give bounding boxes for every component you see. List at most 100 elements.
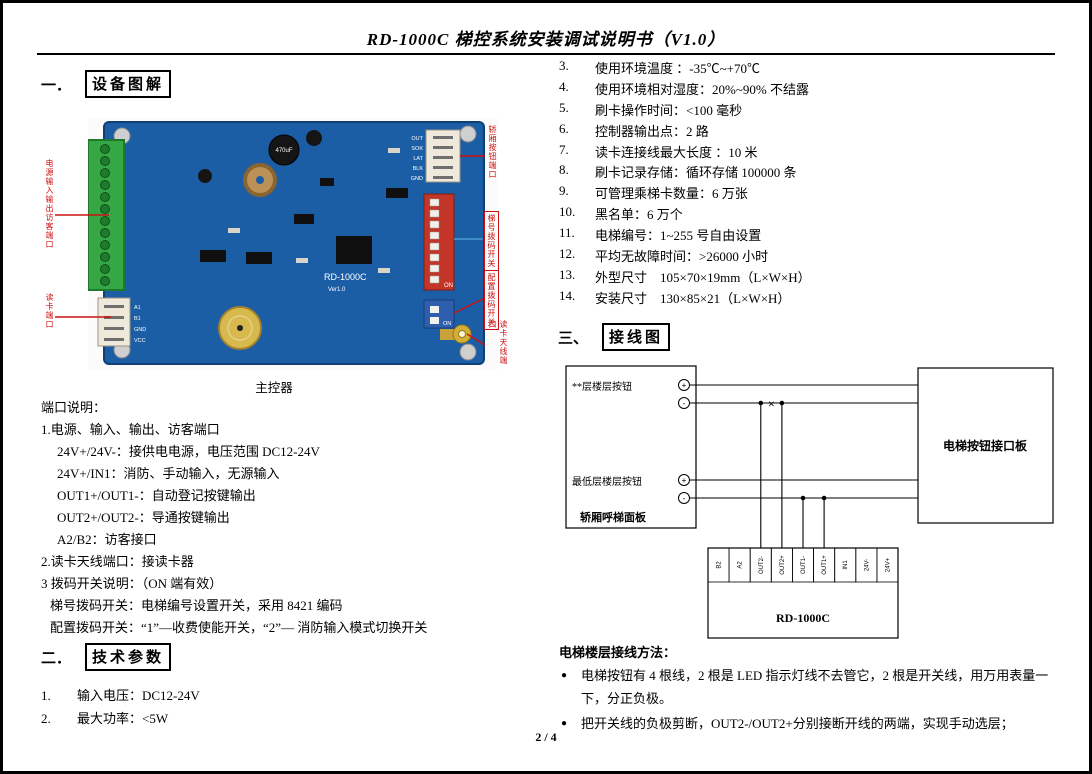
spec-item: 13.外型尺寸 105×70×19mm（L×W×H） bbox=[559, 266, 811, 285]
terminal-block-green bbox=[88, 139, 125, 291]
wiring-method-heading: 电梯楼层接线方法： bbox=[559, 645, 677, 660]
svg-text:GND: GND bbox=[411, 176, 423, 182]
spec-item: 12.平均无故障时间：>26000 小时 bbox=[559, 246, 769, 265]
spec-item: 3.使用环境温度 ：-35℃~+70℃ bbox=[559, 58, 760, 76]
port-desc-line: 配置拨码开关：“1”—收费使能开关，“2”— 消防输入模式切换开关 bbox=[50, 620, 428, 635]
section-heading-device: 一． 设备图解 bbox=[41, 70, 172, 98]
spec-item: 14.安装尺寸 130×85×21（L×W×H） bbox=[559, 287, 791, 306]
wiring-method-item: ● 把开关线的负极剪断，OUT2-/OUT2+分别接断开线的两端，实现手动选层； bbox=[559, 713, 1069, 736]
port-desc-line: 24V+/IN1：消防、手动输入，无源输入 bbox=[57, 466, 280, 481]
page-title: RD-1000C 梯控系统安装调试说明书（V1.0） bbox=[366, 30, 726, 49]
svg-text:SOK: SOK bbox=[411, 146, 423, 152]
config-dip-switch: ON bbox=[423, 299, 455, 329]
svg-text:LAT: LAT bbox=[413, 156, 423, 162]
wire-cut-mark: × bbox=[768, 399, 774, 411]
svg-text:VCC: VCC bbox=[134, 338, 146, 344]
callout-power-io-ports: 电源输入输出访客端口 bbox=[45, 159, 54, 249]
section-number: 三、 bbox=[558, 330, 589, 347]
svg-text:ON: ON bbox=[443, 321, 451, 327]
car-button-connector bbox=[425, 129, 461, 183]
section-number: 一． bbox=[41, 77, 72, 94]
port-desc-line: 梯号拨码开关：电梯编号设置开关，采用 8421 编码 bbox=[50, 598, 343, 613]
spec-item: 4.使用环境相对湿度：20%~90% 不结露 bbox=[559, 78, 809, 97]
reader-pin-labels: A1 B1 GND VCC bbox=[134, 305, 146, 344]
section-heading-tech: 二． 技术参数 bbox=[41, 643, 172, 671]
elevator-number-dip-switch: ON bbox=[423, 193, 455, 291]
capacitor-icon: 470uF bbox=[198, 130, 322, 183]
svg-text:A1: A1 bbox=[134, 305, 141, 311]
port-desc-line: OUT2+/OUT2-：导通按键输出 bbox=[57, 510, 230, 525]
port-desc-line: OUT1+/OUT1-：自动登记按键输出 bbox=[57, 488, 256, 503]
svg-text:最低层楼层按钮: 最低层楼层按钮 bbox=[572, 475, 642, 488]
svg-text:OUT2+: OUT2+ bbox=[780, 555, 786, 575]
tech-param-item: 1. 输入电压：DC12-24V bbox=[41, 688, 200, 703]
port-desc-line: 24V+/24V-：接供电电源，电压范围 DC12-24V bbox=[57, 444, 320, 459]
silkscreen-model: RD-1000C bbox=[324, 272, 367, 282]
section-title-tech: 技术参数 bbox=[85, 643, 172, 671]
section-title-device: 设备图解 bbox=[85, 70, 172, 98]
svg-text:电梯按钮接口板: 电梯按钮接口板 bbox=[943, 438, 1028, 453]
controller-board-figure: OUT SOK LAT BLK GND ON bbox=[39, 115, 509, 373]
svg-text:IN1: IN1 bbox=[843, 560, 849, 570]
svg-text:ON: ON bbox=[444, 283, 453, 289]
svg-text:B2: B2 bbox=[717, 561, 723, 569]
svg-text:OUT: OUT bbox=[411, 136, 423, 142]
pcb-photo: OUT SOK LAT BLK GND ON bbox=[88, 118, 498, 370]
connector-pin-labels: OUT SOK LAT BLK GND bbox=[411, 136, 424, 182]
svg-text:OUT2-: OUT2- bbox=[759, 556, 765, 574]
spec-item: 8.刷卡记录存储：循环存储 100000 条 bbox=[559, 162, 797, 181]
svg-text:24V-: 24V- bbox=[864, 559, 870, 571]
svg-text:A2: A2 bbox=[738, 561, 744, 569]
spec-item: 7.读卡连接线最大长度 ：10 米 bbox=[559, 141, 758, 160]
svg-text:BLK: BLK bbox=[413, 166, 424, 172]
controller-terminals bbox=[707, 547, 899, 583]
port-desc-line: A2/B2：访客接口 bbox=[57, 532, 157, 547]
tech-param-item: 2. 最大功率：<5W bbox=[41, 711, 169, 726]
spec-item: 9.可管理乘梯卡数量：6 万张 bbox=[559, 183, 748, 202]
spec-item: 11.电梯编号：1~255 号自由设置 bbox=[559, 225, 762, 244]
svg-text:+: + bbox=[682, 476, 687, 485]
port-desc-line: 2.读卡天线端口：接读卡器 bbox=[41, 554, 194, 569]
ic-chips-icon bbox=[200, 178, 408, 264]
svg-text:轿厢呼梯面板: 轿厢呼梯面板 bbox=[580, 510, 647, 524]
figure-caption: 主控器 bbox=[255, 381, 293, 395]
svg-text:470uF: 470uF bbox=[275, 148, 292, 154]
inductor-icon bbox=[243, 163, 277, 197]
car-call-panel-box: **层楼层按钮 最低层楼层按钮 轿厢呼梯面板 + - + - bbox=[565, 365, 697, 529]
spec-item: 6.控制器输出点：2 路 bbox=[559, 120, 709, 139]
resistors-icon bbox=[228, 148, 400, 273]
svg-text:RD-1000C: RD-1000C bbox=[776, 611, 830, 625]
bullet-icon: ● bbox=[561, 670, 568, 681]
svg-text:-: - bbox=[683, 399, 686, 408]
wiring-diagram: **层楼层按钮 最低层楼层按钮 轿厢呼梯面板 + - + - 电梯按钮接口板 bbox=[565, 365, 1054, 639]
junction-dots bbox=[758, 400, 827, 501]
spec-item: 5.刷卡操作时间：<100 毫秒 bbox=[559, 99, 743, 118]
svg-text:**层楼层按钮: **层楼层按钮 bbox=[572, 380, 632, 393]
callout-car-button-port: 轿厢按钮端口 bbox=[488, 125, 497, 179]
callout-config-dip: 配置拨码开关 bbox=[484, 270, 499, 330]
section-heading-wiring: 三、 接线图 bbox=[558, 323, 671, 351]
bullet-icon: ● bbox=[561, 718, 568, 729]
callout-reader-port: 读卡端口 bbox=[45, 293, 54, 329]
svg-text:GND: GND bbox=[134, 327, 146, 333]
spec-item: 10.黑名单：6 万个 bbox=[559, 204, 683, 223]
wires bbox=[690, 384, 918, 548]
port-desc-line: 1.电源、输入、输出、访客端口 bbox=[41, 422, 220, 437]
reader-connector bbox=[97, 297, 131, 347]
wiring-method-list: ● 电梯按钮有 4 根线，2 根是 LED 指示灯线不去管它，2 根是开关线，用… bbox=[559, 665, 1069, 739]
svg-text:-: - bbox=[683, 494, 686, 503]
callout-elevator-dip: 梯号拨码开关 bbox=[484, 211, 499, 271]
buzzer-icon bbox=[218, 306, 262, 350]
wiring-method-item: ● 电梯按钮有 4 根线，2 根是 LED 指示灯线不去管它，2 根是开关线，用… bbox=[559, 665, 1069, 710]
svg-text:24V+: 24V+ bbox=[885, 557, 891, 572]
silkscreen-version: Ver1.0 bbox=[328, 287, 346, 293]
section-title-wiring: 接线图 bbox=[602, 323, 671, 351]
callout-antenna-port: 读卡天线端口 bbox=[488, 320, 508, 365]
svg-text:OUT1+: OUT1+ bbox=[822, 555, 828, 575]
svg-text:B1: B1 bbox=[134, 316, 141, 322]
controller-box: RD-1000C B2 A2 OUT2- OUT2+ OUT1- OUT1+ I… bbox=[707, 547, 899, 639]
terminal-plus-minus-icons: + - + - bbox=[678, 379, 690, 504]
tech-param-list: 1. 输入电压：DC12-24V 2. 最大功率：<5W bbox=[41, 684, 200, 730]
section-number: 二． bbox=[41, 650, 72, 667]
